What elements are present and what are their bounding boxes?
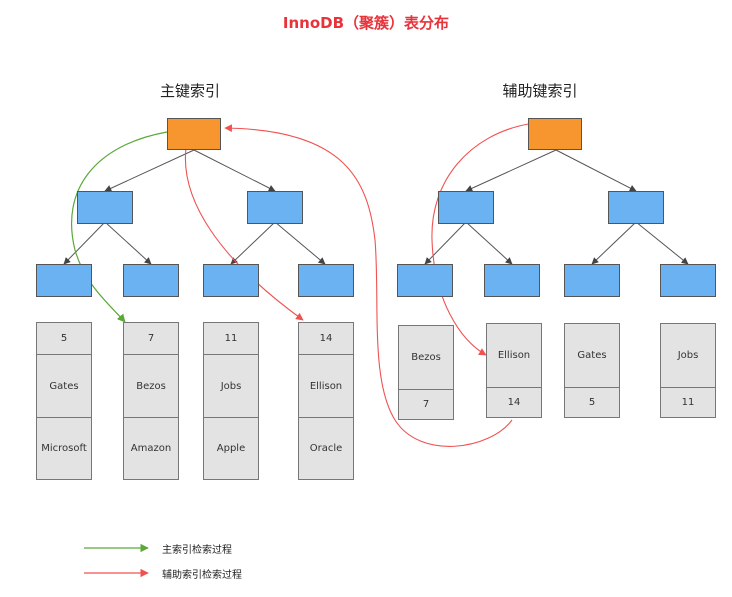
primary-internal-node-left (77, 191, 133, 224)
primary-leaf-pointer-4 (298, 264, 354, 297)
primary-leaf-record: 7 Bezos Amazon (123, 322, 179, 480)
record-name: Gates (565, 324, 619, 388)
record-name: Bezos (124, 355, 178, 418)
secondary-leaf-record: Bezos 7 (398, 325, 454, 420)
record-company: Apple (216, 443, 246, 454)
record-id: 14 (507, 397, 521, 408)
record-name: Ellison (299, 355, 353, 418)
record-company: Microsoft (41, 443, 87, 454)
record-id: 7 (422, 399, 430, 410)
secondary-to-primary-path (224, 124, 513, 447)
primary-leaf-pointer-3 (203, 264, 259, 297)
legend-secondary-label: 辅助索引检索过程 (162, 570, 242, 581)
secondary-tree-edges (424, 149, 689, 265)
page-title: InnoDB（聚簇）表分布 (282, 14, 450, 32)
primary-internal-node-right (247, 191, 303, 224)
secondary-index-heading: 辅助键索引 (502, 82, 578, 100)
record-id: 11 (681, 397, 695, 408)
record-id: 5 (588, 397, 596, 408)
primary-root-to-leaf-red-path (184, 147, 304, 321)
record-company: Oracle (309, 443, 343, 454)
primary-leaf-pointer-1 (36, 264, 92, 297)
primary-leaf-record: 11 Jobs Apple (203, 322, 259, 480)
secondary-leaf-record: Ellison 14 (486, 323, 542, 418)
secondary-leaf-pointer-1 (397, 264, 453, 297)
primary-leaf-pointer-2 (123, 264, 179, 297)
record-id: 14 (299, 323, 353, 355)
primary-leaf-record: 14 Ellison Oracle (298, 322, 354, 480)
secondary-leaf-record: Gates 5 (564, 323, 620, 418)
secondary-search-path-root-to-leaf (431, 123, 529, 356)
record-name: Bezos (399, 326, 453, 390)
record-name: Ellison (487, 324, 541, 388)
secondary-leaf-pointer-4 (660, 264, 716, 297)
record-id: 11 (204, 323, 258, 355)
record-company: Amazon (130, 443, 172, 454)
record-name: Gates (37, 355, 91, 418)
secondary-leaf-pointer-3 (564, 264, 620, 297)
primary-root-node (167, 118, 221, 150)
record-name: Jobs (204, 355, 258, 418)
secondary-root-node (528, 118, 582, 150)
primary-leaf-record: 5 Gates Microsoft (36, 322, 92, 480)
secondary-leaf-pointer-2 (484, 264, 540, 297)
record-id: 7 (124, 323, 178, 355)
secondary-internal-node-left (438, 191, 494, 224)
secondary-leaf-record: Jobs 11 (660, 323, 716, 418)
primary-tree-edges (63, 149, 326, 265)
primary-search-path (70, 131, 168, 323)
primary-index-heading: 主键索引 (159, 82, 220, 100)
record-name: Jobs (661, 324, 715, 388)
record-id: 5 (37, 323, 91, 355)
secondary-internal-node-right (608, 191, 664, 224)
legend-primary-label: 主索引检索过程 (162, 545, 232, 556)
